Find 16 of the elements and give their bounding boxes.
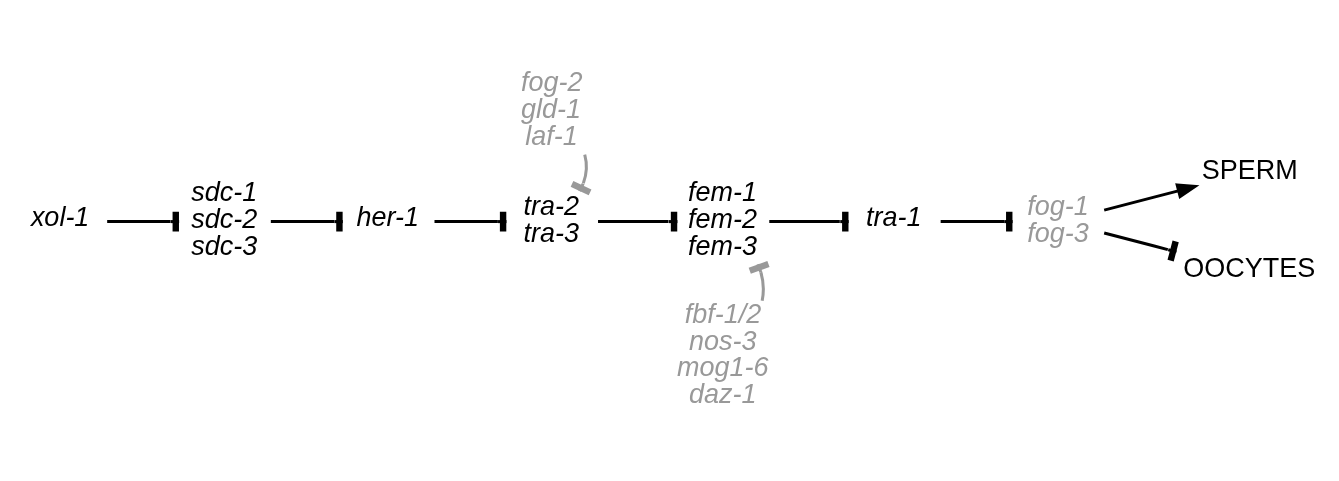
node-text: her-1 xyxy=(356,201,420,232)
node-text: tra-1 xyxy=(866,201,922,232)
connector xyxy=(270,211,343,232)
node-text: xol-1 xyxy=(30,201,90,232)
node-text: sdc-1 sdc-2 sdc-3 xyxy=(191,176,258,261)
node-text: SPERM xyxy=(1201,154,1298,185)
connector xyxy=(748,260,770,301)
node-text: fem-1 fem-2 fem-3 xyxy=(688,176,758,261)
node-text: fog-1 fog-3 xyxy=(1027,190,1089,248)
connector xyxy=(570,153,592,195)
arrow xyxy=(1103,182,1200,212)
node-text: fog-2 gld-1 laf-1 xyxy=(521,66,583,151)
connector xyxy=(1103,231,1179,261)
node-text: OOCYTES xyxy=(1183,252,1316,283)
node-text: tra-2 tra-3 xyxy=(523,190,580,248)
node-text: fbf-1/2 nos-3 mog1-6 daz-1 xyxy=(677,297,769,409)
